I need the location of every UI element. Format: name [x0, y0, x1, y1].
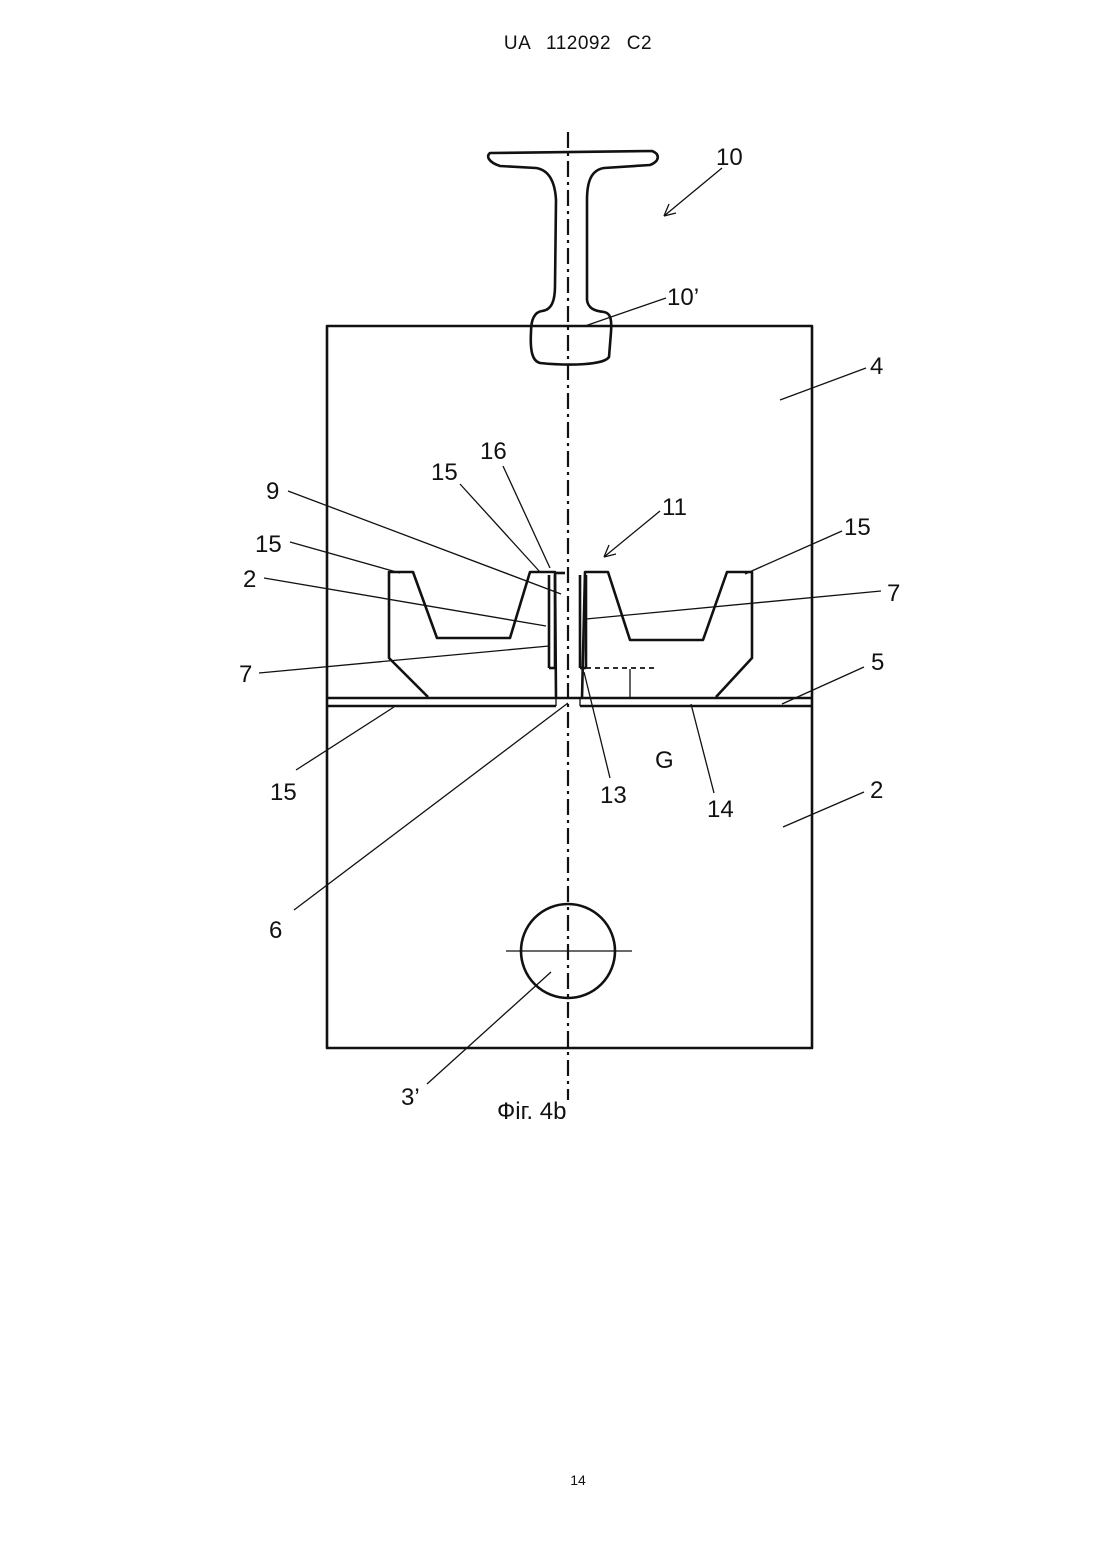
leader-2-right	[783, 792, 864, 827]
leader-4	[780, 368, 866, 400]
leader-15-left	[290, 542, 400, 573]
label-16: 16	[480, 438, 507, 465]
label-15-bottom: 15	[270, 779, 297, 806]
label-6: 6	[269, 917, 282, 944]
label-7-right: 7	[887, 580, 900, 607]
label-14: 14	[707, 796, 734, 823]
outer-frame	[327, 326, 812, 1048]
label-7-left: 7	[239, 661, 252, 688]
label-15-top: 15	[431, 459, 458, 486]
label-5: 5	[871, 649, 884, 676]
label-15-left: 15	[255, 531, 282, 558]
leader-16	[503, 466, 550, 568]
leader-15-right	[745, 531, 842, 574]
label-10-prime: 10’	[667, 284, 699, 311]
label-15-right: 15	[844, 514, 871, 541]
label-10: 10	[716, 144, 743, 171]
label-2-right: 2	[870, 777, 883, 804]
leader-13	[584, 672, 610, 778]
label-9: 9	[266, 478, 279, 505]
leader-2-left	[264, 578, 546, 626]
leader-10-arrow	[664, 168, 722, 216]
label-13: 13	[600, 782, 627, 809]
leader-7-right	[586, 591, 881, 619]
leader-5	[782, 667, 864, 704]
leader-7-left	[259, 646, 549, 673]
label-11: 11	[662, 494, 687, 521]
page-number: 14	[0, 1472, 1101, 1488]
sleeper-profile	[389, 572, 752, 698]
leader-11-arrow	[604, 511, 660, 557]
figure-caption: Фіг. 4b	[497, 1098, 566, 1125]
leader-6	[294, 703, 568, 910]
rail-profile	[488, 151, 658, 365]
leader-3p	[427, 972, 551, 1084]
label-3-prime: 3’	[401, 1084, 420, 1111]
label-2-left: 2	[243, 566, 256, 593]
leader-15-bottom	[296, 707, 394, 770]
label-G: G	[655, 747, 674, 774]
leader-9	[288, 491, 561, 594]
leader-14	[691, 704, 714, 793]
label-4: 4	[870, 353, 883, 380]
leader-15-top	[460, 484, 540, 572]
